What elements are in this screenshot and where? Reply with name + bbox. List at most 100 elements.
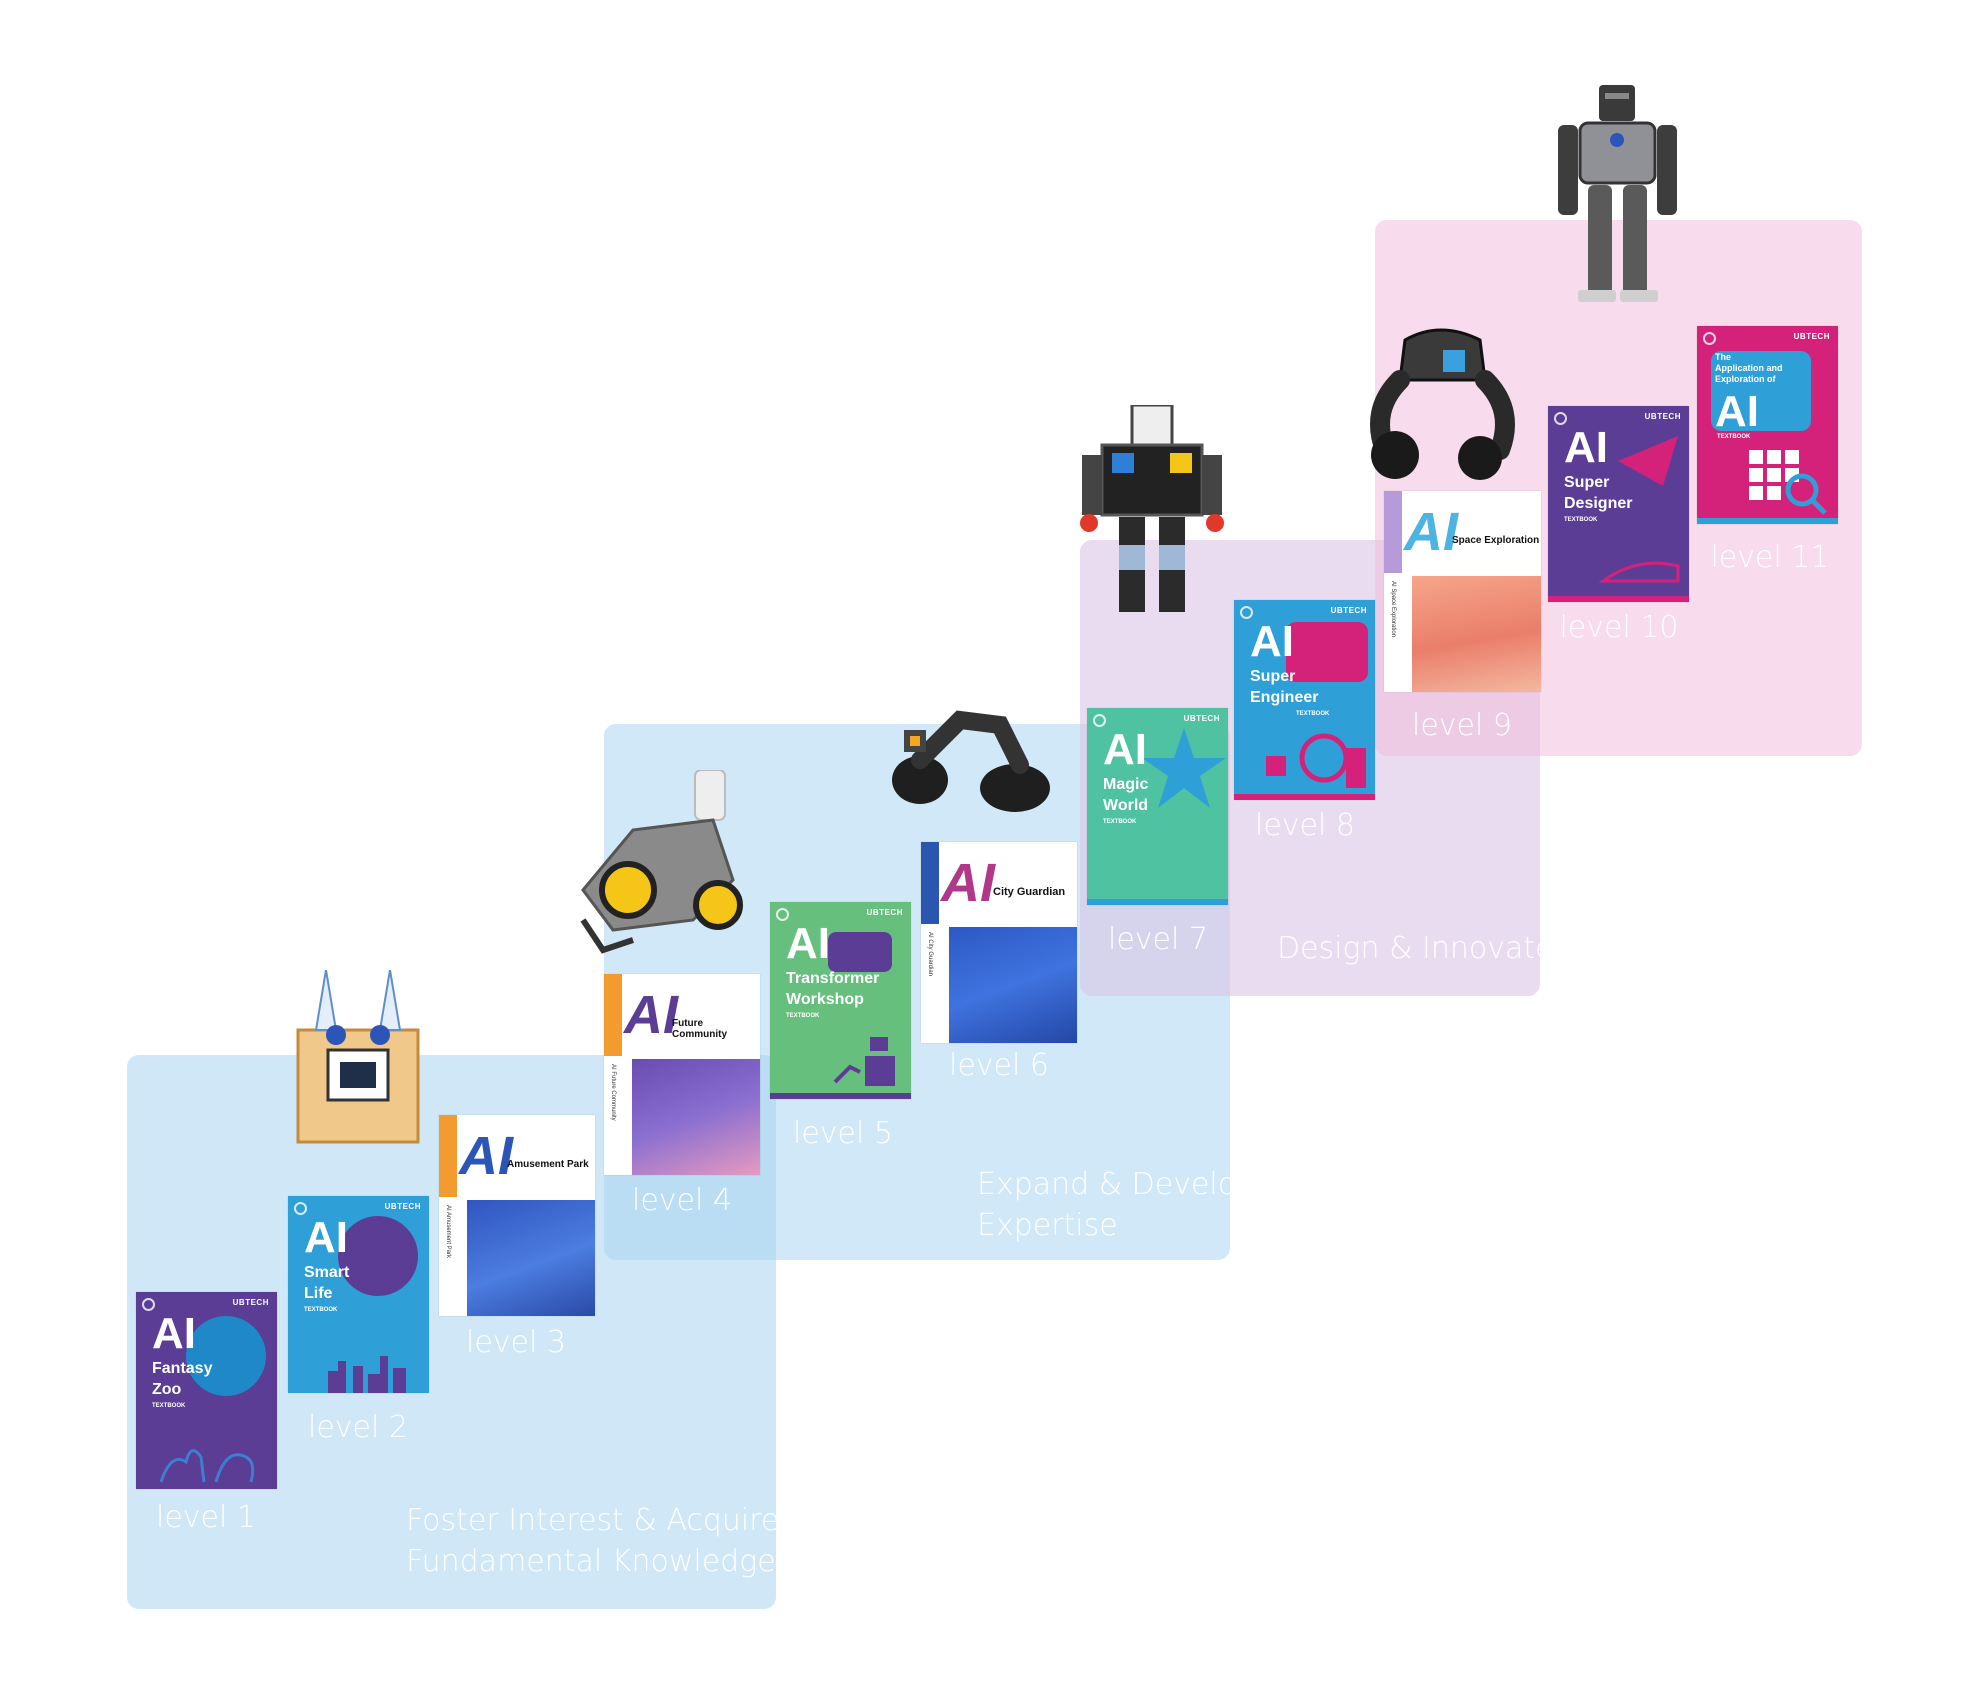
color-strip [604,974,622,1056]
color-band [1697,518,1838,524]
textbook-label: TEXTBOOK [1564,517,1598,523]
brand-label: UBTECH [384,1202,421,1211]
city-guardian-illustration [949,927,1077,1043]
color-band [1234,794,1375,800]
book-cover-level-3[interactable]: AI Amusement Park AI Amusement Park [439,1115,595,1316]
panel-decoration [1711,351,1811,431]
book-cover-level-6[interactable]: AI City Guardian AI City Guardian [921,842,1077,1043]
level-label-2: level 2 [308,1410,408,1445]
circle-decoration [186,1316,266,1396]
color-band [1087,899,1228,905]
ring-icon [294,1202,307,1215]
book-cover-level-11[interactable]: UBTECH The Application and Exploration o… [1697,326,1838,524]
book-ai-label: AI [1250,617,1294,666]
screen-decoration [828,932,892,972]
book-ai-label: AI [1564,423,1608,472]
book-title: Space Exploration [1452,535,1540,546]
ring-icon [1554,412,1567,425]
book-cover-level-4[interactable]: AI Future Community AI Future Community [604,974,760,1175]
book-ai-label: AI [459,1126,513,1186]
city-skyline-icon [328,1356,406,1393]
brand-label: UBTECH [232,1298,269,1307]
book-cover-level-2[interactable]: UBTECH AI Smart Life TEXTBOOK [288,1196,429,1393]
robot-humanoid-icon [1558,85,1677,302]
ring-icon [1093,714,1106,727]
book-title: City Guardian [993,886,1066,898]
book-ai-label: AI [1103,725,1147,774]
level-label-3: level 3 [466,1325,566,1360]
book-ai-label: AI [152,1309,196,1358]
book-title: Super Designer [1564,474,1633,512]
book-side-title: AI Future Community [610,1064,616,1121]
color-band [1548,596,1689,602]
book-ai-label: AI [304,1213,348,1262]
brand-label: UBTECH [1183,714,1220,723]
book-cover-level-8[interactable]: UBTECH AI Super Engineer TEXTBOOK [1234,600,1375,800]
stage-label-2: Expand & Develop Expertise [977,1167,1256,1243]
color-strip [439,1115,457,1197]
robot-quadruped-icon [1370,328,1515,480]
hexagon-decoration [1286,622,1368,682]
brand-label: UBTECH [1793,332,1830,341]
book-title: Transformer Workshop [786,970,880,1008]
ring-icon [776,908,789,921]
brand-label: UBTECH [866,908,903,917]
book-cover-level-5[interactable]: UBTECH AI Transformer Workshop TEXTBOOK [770,902,911,1099]
book-cover-level-7[interactable]: UBTECH AI Magic World TEXTBOOK [1087,708,1228,905]
ring-icon [142,1298,155,1311]
space-exploration-illustration [1412,576,1541,692]
color-strip [1384,491,1402,573]
future-community-illustration [632,1059,760,1175]
amusement-park-illustration [467,1200,595,1316]
book-title: Super Engineer [1250,668,1319,706]
color-strip [921,842,939,924]
grid-search-icon [1749,450,1827,515]
book-side-title: AI Space Exploration [1390,581,1396,638]
book-title: Smart Life [304,1264,350,1302]
robot-humanoid-kit-icon [1080,405,1224,612]
level-label-1: level 1 [156,1500,256,1535]
level-label-6: level 6 [949,1048,1049,1083]
stage-label-3: Design & Innovate [1277,931,1554,966]
level-label-9: level 9 [1412,708,1512,743]
book-side-title: AI City Guardian [927,932,933,977]
level-label-7: level 7 [1108,922,1208,957]
level-label-5: level 5 [793,1116,893,1151]
robot-arm-icon [833,1037,895,1086]
book-cover-level-10[interactable]: UBTECH AI Super Designer TEXTBOOK [1548,406,1689,602]
color-band [770,1093,911,1099]
textbook-label: TEXTBOOK [304,1307,338,1313]
book-ai-label: AI [786,919,830,968]
textbook-label: TEXTBOOK [1717,434,1751,440]
book-ai-label: AI [941,853,995,913]
book-title: Future Community [672,1018,727,1040]
level-label-4: level 4 [632,1183,732,1218]
ring-icon [1703,332,1716,345]
textbook-label: TEXTBOOK [1296,711,1330,717]
level-label-11: level 11 [1710,540,1830,575]
book-cover-level-9[interactable]: AI Space Exploration AI Space Exploratio… [1384,491,1541,692]
star-icon [1142,728,1226,808]
textbook-label: TEXTBOOK [786,1013,820,1019]
animals-icon [159,1449,255,1483]
textbook-label: TEXTBOOK [1103,819,1137,825]
book-title: Fantasy Zoo [152,1360,213,1398]
book-side-title: AI Amusement Park [445,1205,451,1259]
vehicle-sketch-icon [1598,561,1680,583]
brush-icon [1618,436,1678,486]
textbook-label: TEXTBOOK [152,1403,186,1409]
book-ai-label: AI [624,985,678,1045]
book-title: Magic World [1103,776,1149,814]
robot-kit-car-icon [580,770,743,954]
robot-kit-cube-icon [296,970,420,1144]
level-label-8: level 8 [1255,808,1355,843]
ring-icon [1240,606,1253,619]
book-ai-label: AI [1404,502,1458,562]
circle-decoration [338,1216,418,1296]
book-cover-level-1[interactable]: UBTECH AI Fantasy Zoo TEXTBOOK [136,1292,277,1489]
stage-label-1: Foster Interest & Acquire Fundamental Kn… [406,1503,780,1579]
head-gear-icon [1266,733,1366,788]
brand-label: UBTECH [1330,606,1367,615]
book-ai-label: AI [1715,387,1759,436]
book-title: The Application and Exploration of [1715,352,1783,384]
